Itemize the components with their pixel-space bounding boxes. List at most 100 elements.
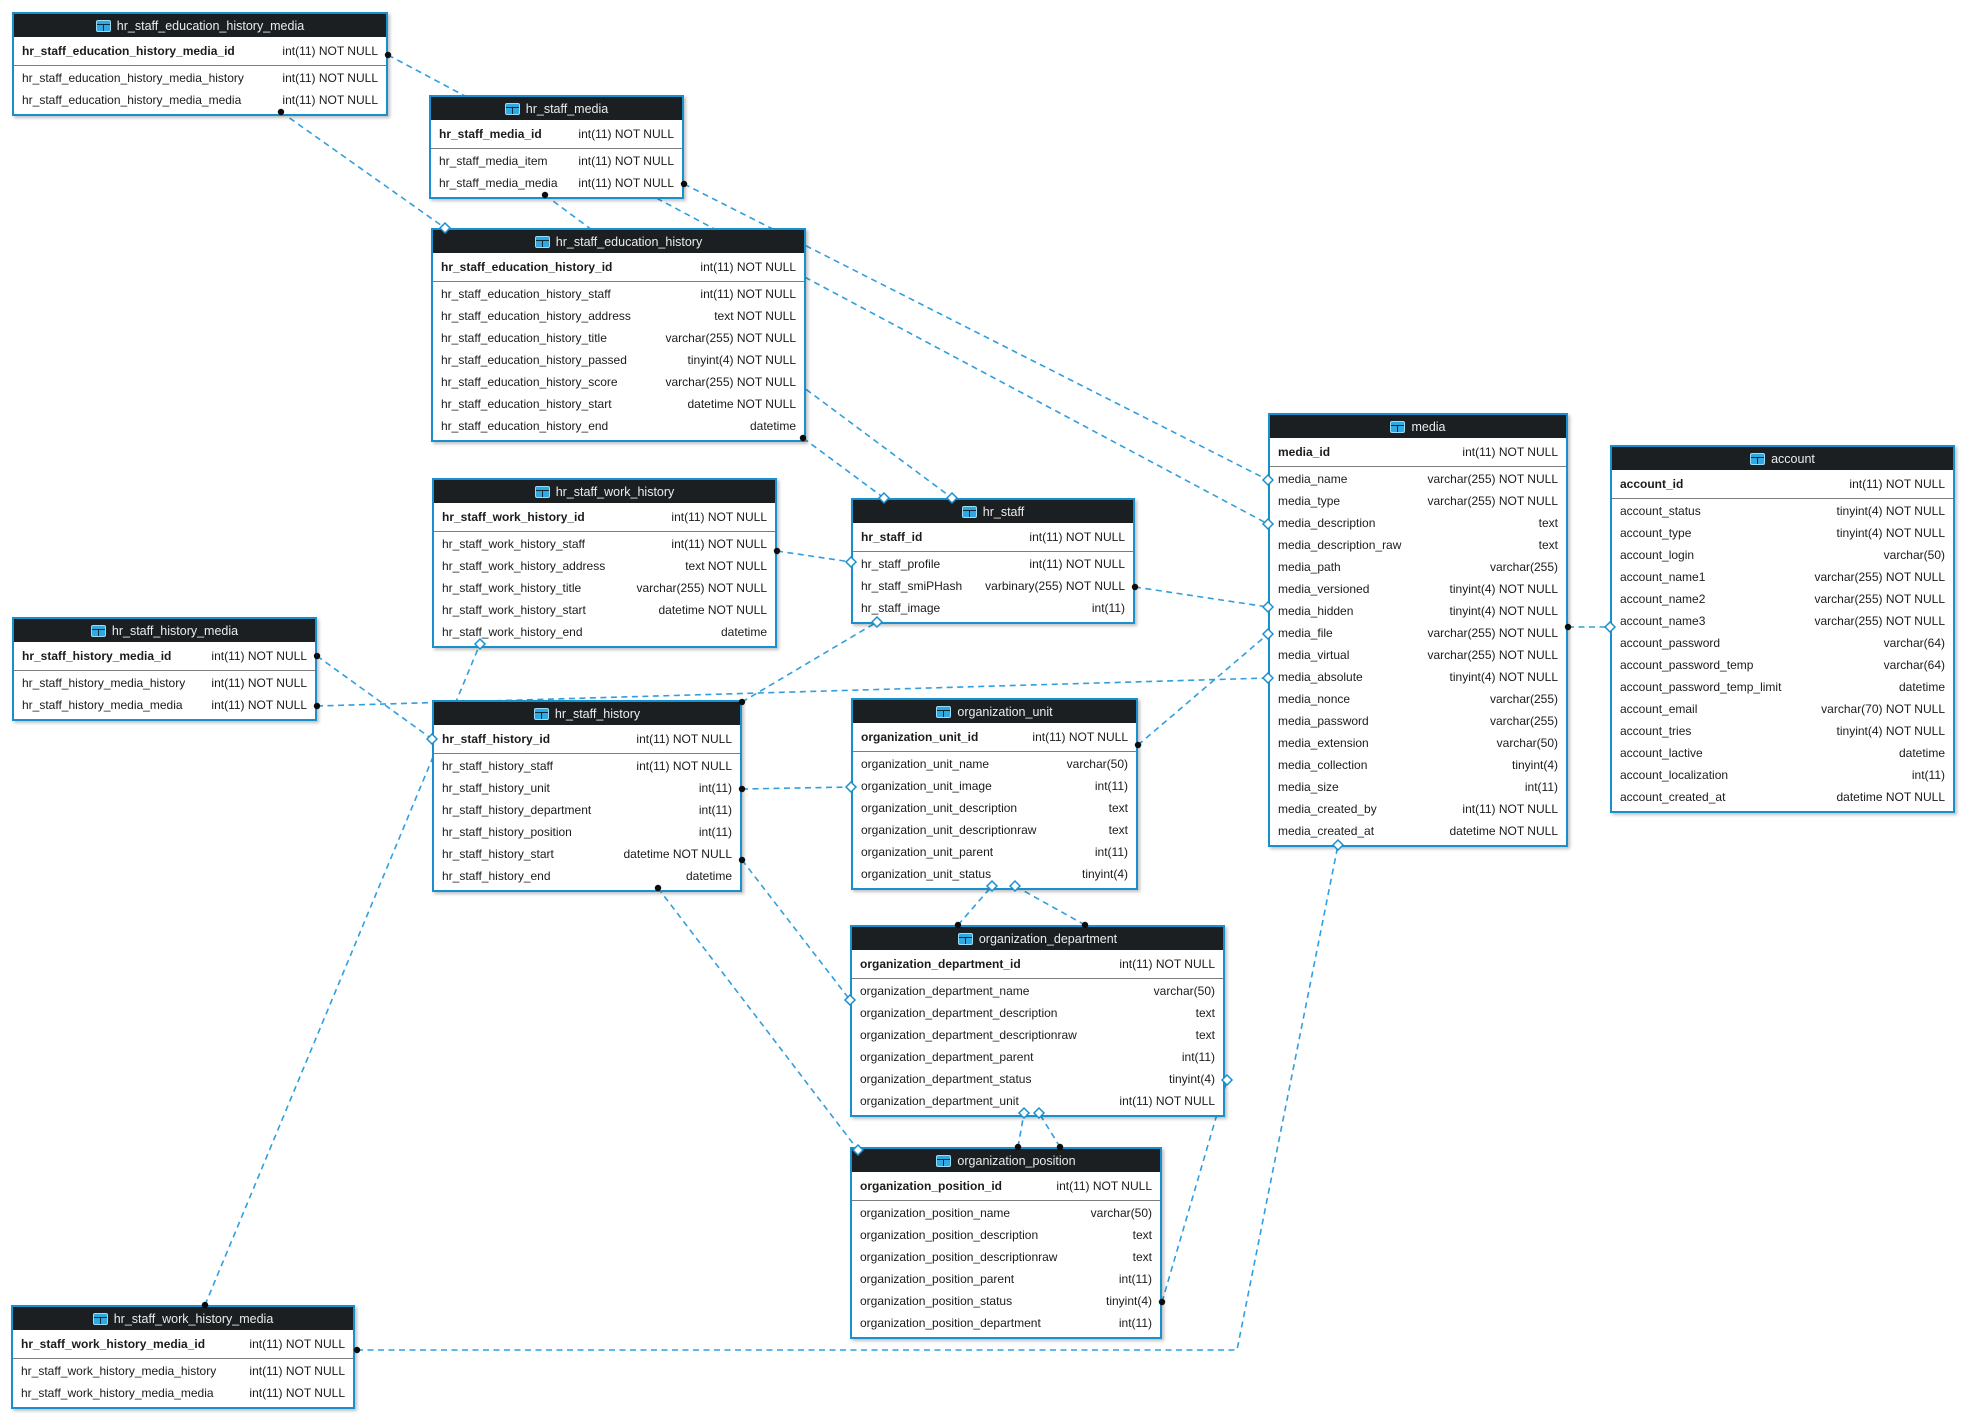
column-row[interactable]: account_name3 varchar(255) NOT NULL (1612, 610, 1953, 632)
column-row[interactable]: organization_department_description text (852, 1002, 1223, 1024)
column-row[interactable]: media_path varchar(255) (1270, 556, 1566, 578)
table-hr_staff[interactable]: hr_staff hr_staff_id int(11) NOT NULL hr… (851, 498, 1135, 624)
pk-row[interactable]: organization_unit_id int(11) NOT NULL (853, 726, 1136, 748)
column-row[interactable]: media_file varchar(255) NOT NULL (1270, 622, 1566, 644)
relation-edu-hist-media-to-edu-history[interactable] (280, 111, 446, 229)
column-row[interactable]: hr_staff_work_history_media_media int(11… (13, 1382, 353, 1404)
column-row[interactable]: hr_staff_work_history_title varchar(255)… (434, 577, 775, 599)
column-row[interactable]: organization_department_parent int(11) (852, 1046, 1223, 1068)
column-row[interactable]: organization_department_status tinyint(4… (852, 1068, 1223, 1090)
table-header[interactable]: hr_staff_media (431, 97, 682, 120)
table-organization_unit[interactable]: organization_unit organization_unit_id i… (851, 698, 1138, 890)
column-row[interactable]: organization_unit_image int(11) (853, 775, 1136, 797)
table-header[interactable]: hr_staff_work_history (434, 480, 775, 503)
relation-org-position-to-org-department-3[interactable] (1161, 1079, 1228, 1303)
table-hr_staff_work_history_media[interactable]: hr_staff_work_history_media hr_staff_wor… (11, 1305, 355, 1409)
relation-history-media-to-history[interactable] (316, 655, 433, 740)
column-row[interactable]: account_localization int(11) (1612, 764, 1953, 786)
column-row[interactable]: hr_staff_work_history_start datetime NOT… (434, 599, 775, 621)
column-row[interactable]: hr_staff_history_department int(11) (434, 799, 740, 821)
table-media[interactable]: media media_id int(11) NOT NULL media_na… (1268, 413, 1568, 847)
table-organization_position[interactable]: organization_position organization_posit… (850, 1147, 1162, 1339)
relation-history-to-org-position[interactable] (657, 887, 859, 1151)
column-row[interactable]: hr_staff_education_history_media_media i… (14, 89, 386, 111)
column-row[interactable]: hr_staff_work_history_media_history int(… (13, 1360, 353, 1382)
pk-row[interactable]: hr_staff_education_history_media_id int(… (14, 40, 386, 62)
table-header[interactable]: media (1270, 415, 1566, 438)
column-row[interactable]: organization_position_description text (852, 1224, 1160, 1246)
table-header[interactable]: hr_staff_history_media (14, 619, 315, 642)
column-row[interactable]: media_created_by int(11) NOT NULL (1270, 798, 1566, 820)
column-row[interactable]: account_name2 varchar(255) NOT NULL (1612, 588, 1953, 610)
column-row[interactable]: hr_staff_history_start datetime NOT NULL (434, 843, 740, 865)
column-row[interactable]: account_login varchar(50) (1612, 544, 1953, 566)
column-row[interactable]: organization_position_name varchar(50) (852, 1202, 1160, 1224)
column-row[interactable]: organization_position_department int(11) (852, 1312, 1160, 1334)
column-row[interactable]: media_absolute tinyint(4) NOT NULL (1270, 666, 1566, 688)
column-row[interactable]: hr_staff_history_unit int(11) (434, 777, 740, 799)
table-hr_staff_history_media[interactable]: hr_staff_history_media hr_staff_history_… (12, 617, 317, 721)
column-row[interactable]: hr_staff_work_history_address text NOT N… (434, 555, 775, 577)
column-row[interactable]: organization_department_name varchar(50) (852, 980, 1223, 1002)
column-row[interactable]: organization_unit_parent int(11) (853, 841, 1136, 863)
column-row[interactable]: organization_unit_name varchar(50) (853, 753, 1136, 775)
column-row[interactable]: organization_department_descriptionraw t… (852, 1024, 1223, 1046)
pk-row[interactable]: media_id int(11) NOT NULL (1270, 441, 1566, 463)
column-row[interactable]: media_description text (1270, 512, 1566, 534)
column-row[interactable]: media_collection tinyint(4) (1270, 754, 1566, 776)
column-row[interactable]: hr_staff_education_history_score varchar… (433, 371, 804, 393)
pk-row[interactable]: hr_staff_history_media_id int(11) NOT NU… (14, 645, 315, 667)
column-row[interactable]: account_name1 varchar(255) NOT NULL (1612, 566, 1953, 588)
column-row[interactable]: organization_unit_description text (853, 797, 1136, 819)
relation-staff-to-media[interactable] (1134, 586, 1269, 608)
table-hr_staff_media[interactable]: hr_staff_media hr_staff_media_id int(11)… (429, 95, 684, 199)
column-row[interactable]: hr_staff_education_history_staff int(11)… (433, 283, 804, 305)
column-row[interactable]: hr_staff_history_end datetime (434, 865, 740, 887)
column-row[interactable]: organization_unit_descriptionraw text (853, 819, 1136, 841)
relation-work-hist-media-to-work-history[interactable] (204, 643, 481, 1306)
relation-org-position-to-org-department-1[interactable] (1017, 1112, 1025, 1148)
column-row[interactable]: hr_staff_smiPHash varbinary(255) NOT NUL… (853, 575, 1133, 597)
pk-row[interactable]: hr_staff_education_history_id int(11) NO… (433, 256, 804, 278)
relation-work-history-to-staff[interactable] (776, 550, 852, 563)
column-row[interactable]: account_password_temp_limit datetime (1612, 676, 1953, 698)
column-row[interactable]: media_versioned tinyint(4) NOT NULL (1270, 578, 1566, 600)
column-row[interactable]: media_size int(11) (1270, 776, 1566, 798)
column-row[interactable]: hr_staff_work_history_end datetime (434, 621, 775, 643)
table-header[interactable]: account (1612, 447, 1953, 470)
column-row[interactable]: hr_staff_work_history_staff int(11) NOT … (434, 533, 775, 555)
relation-work-hist-media-to-media[interactable] (357, 844, 1339, 1351)
column-row[interactable]: hr_staff_education_history_media_history… (14, 67, 386, 89)
table-header[interactable]: hr_staff (853, 500, 1133, 523)
pk-row[interactable]: organization_department_id int(11) NOT N… (852, 953, 1223, 975)
table-hr_staff_education_history[interactable]: hr_staff_education_history hr_staff_educ… (431, 228, 806, 442)
column-row[interactable]: hr_staff_education_history_title varchar… (433, 327, 804, 349)
column-row[interactable]: hr_staff_education_history_start datetim… (433, 393, 804, 415)
relation-history-to-org-department[interactable] (741, 859, 851, 1001)
column-row[interactable]: hr_staff_profile int(11) NOT NULL (853, 553, 1133, 575)
column-row[interactable]: media_created_at datetime NOT NULL (1270, 820, 1566, 842)
column-row[interactable]: account_password_temp varchar(64) (1612, 654, 1953, 676)
pk-row[interactable]: hr_staff_id int(11) NOT NULL (853, 526, 1133, 548)
column-row[interactable]: media_password varchar(255) (1270, 710, 1566, 732)
table-header[interactable]: hr_staff_work_history_media (13, 1307, 353, 1330)
column-row[interactable]: hr_staff_history_staff int(11) NOT NULL (434, 755, 740, 777)
column-row[interactable]: account_email varchar(70) NOT NULL (1612, 698, 1953, 720)
column-row[interactable]: media_hidden tinyint(4) NOT NULL (1270, 600, 1566, 622)
column-row[interactable]: account_password varchar(64) (1612, 632, 1953, 654)
relation-org-department-to-org-unit-2[interactable] (1014, 885, 1086, 926)
column-row[interactable]: account_created_at datetime NOT NULL (1612, 786, 1953, 808)
pk-row[interactable]: hr_staff_media_id int(11) NOT NULL (431, 123, 682, 145)
column-row[interactable]: hr_staff_education_history_end datetime (433, 415, 804, 437)
column-row[interactable]: organization_position_status tinyint(4) (852, 1290, 1160, 1312)
relation-edu-hist-media-to-media[interactable] (387, 54, 1269, 525)
relation-history-to-org-unit[interactable] (741, 786, 852, 790)
pk-row[interactable]: organization_position_id int(11) NOT NUL… (852, 1175, 1160, 1197)
column-row[interactable]: hr_staff_media_media int(11) NOT NULL (431, 172, 682, 194)
column-row[interactable]: account_tries tinyint(4) NOT NULL (1612, 720, 1953, 742)
relation-edu-history-to-staff[interactable] (802, 437, 885, 499)
column-row[interactable]: organization_unit_status tinyint(4) (853, 863, 1136, 885)
column-row[interactable]: media_virtual varchar(255) NOT NULL (1270, 644, 1566, 666)
table-organization_department[interactable]: organization_department organization_dep… (850, 925, 1225, 1117)
column-row[interactable]: media_name varchar(255) NOT NULL (1270, 468, 1566, 490)
